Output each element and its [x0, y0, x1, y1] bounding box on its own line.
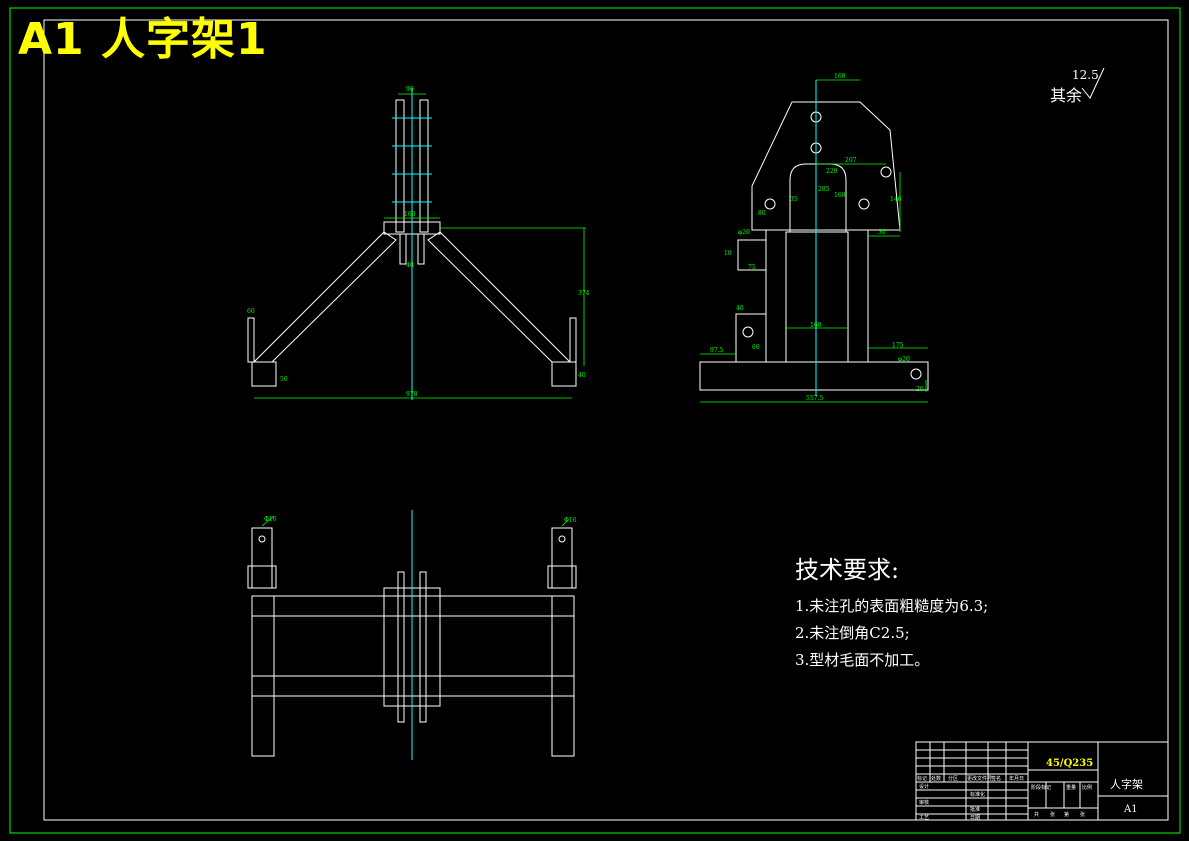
tech-requirements-title: 技术要求:: [795, 556, 900, 584]
title-block-sheet-label: 张: [1080, 812, 1086, 818]
title-block-stage-label: 重量: [1066, 785, 1077, 791]
top-view: [247, 510, 577, 760]
dim-label: 160: [834, 73, 846, 80]
tech-requirements: 技术要求: 1.未注孔的表面粗糙度为6.3; 2.未注倒角C2.5; 3.型材毛…: [795, 550, 988, 676]
dim-label: φ20: [738, 229, 750, 236]
dim-label: 285: [818, 186, 830, 193]
title-block-stage-label: 比例: [1082, 785, 1093, 791]
outer-frame: [9, 7, 1181, 834]
title-block-header: 处数: [931, 776, 942, 782]
tech-requirement-item: 1.未注孔的表面粗糙度为6.3;: [795, 597, 989, 615]
roughness-value: 12.5: [1072, 68, 1099, 82]
dim-label: Φ16: [264, 516, 277, 523]
title-block-row-label: 设计: [919, 784, 930, 790]
dim-label: 146: [890, 196, 902, 203]
front-view: [247, 88, 577, 400]
dim-label: 30: [878, 229, 886, 236]
dim-label: 80: [758, 210, 766, 217]
title-block-side-label: 日期: [970, 815, 981, 821]
dim-label: 20: [916, 386, 924, 393]
dim-label: 978: [406, 391, 418, 398]
dim-label: 60: [247, 308, 255, 315]
title-block-sheet-label: 第: [1064, 812, 1070, 818]
title-block-part-name: 人字架: [1110, 778, 1143, 791]
dim-label: φ20: [898, 356, 910, 363]
title-block-sheet-label: 共: [1034, 812, 1040, 818]
dim-label: 207: [845, 157, 857, 164]
inner-frame: [43, 19, 1169, 821]
side-view-dimensions: [700, 79, 928, 403]
roughness-symbol: [1081, 67, 1105, 99]
dim-label: 60: [752, 344, 760, 351]
drawing-title: A1 人字架1: [18, 14, 268, 65]
dim-label: 75: [748, 264, 756, 271]
title-block-header: 更改文件号: [967, 776, 993, 782]
dim-label: 160: [404, 211, 416, 218]
dim-label: 557.5: [806, 395, 824, 402]
title-block-sheet-label: 张: [1050, 812, 1056, 818]
title-block-row-label: 工艺: [919, 815, 930, 821]
dim-label: 160: [810, 322, 822, 329]
dim-label: 220: [826, 168, 838, 175]
title-block-header: 年月日: [1009, 776, 1025, 782]
dim-label: 160: [834, 192, 846, 199]
title-block-header: 分区: [948, 776, 959, 782]
dim-label: 374: [578, 290, 590, 297]
title-block-header: 标记: [917, 776, 928, 782]
dim-label: 90: [406, 86, 414, 93]
dim-label: 10: [724, 250, 732, 257]
title-block-side-label: 批准: [970, 807, 981, 813]
dim-label: 40: [406, 262, 414, 269]
title-block-stage-label: 阶段标记: [1031, 785, 1052, 791]
front-view-dimensions: [254, 93, 586, 399]
title-block-header: 签名: [991, 776, 1002, 782]
title-block-row-label: 审核: [919, 800, 930, 806]
title-block: [915, 741, 1169, 821]
title-block-side-label: 标准化: [970, 792, 986, 798]
dim-label: 40: [736, 305, 744, 312]
dim-label: 35: [790, 196, 798, 203]
dim-label: 97.5: [710, 347, 724, 354]
title-block-sheet-size: A1: [1124, 804, 1138, 815]
top-view-dimensions: [261, 515, 569, 527]
tech-requirement-item: 2.未注倒角C2.5;: [795, 624, 910, 642]
roughness-label: 其余: [1050, 86, 1083, 105]
title-block-material: 45/Q235: [1046, 758, 1094, 769]
dim-label: 40: [578, 372, 586, 379]
dim-label: 175: [892, 342, 904, 349]
dim-label: Φ16: [564, 517, 577, 524]
dim-label: 50: [280, 376, 288, 383]
tech-requirement-item: 3.型材毛面不加工。: [795, 651, 930, 669]
